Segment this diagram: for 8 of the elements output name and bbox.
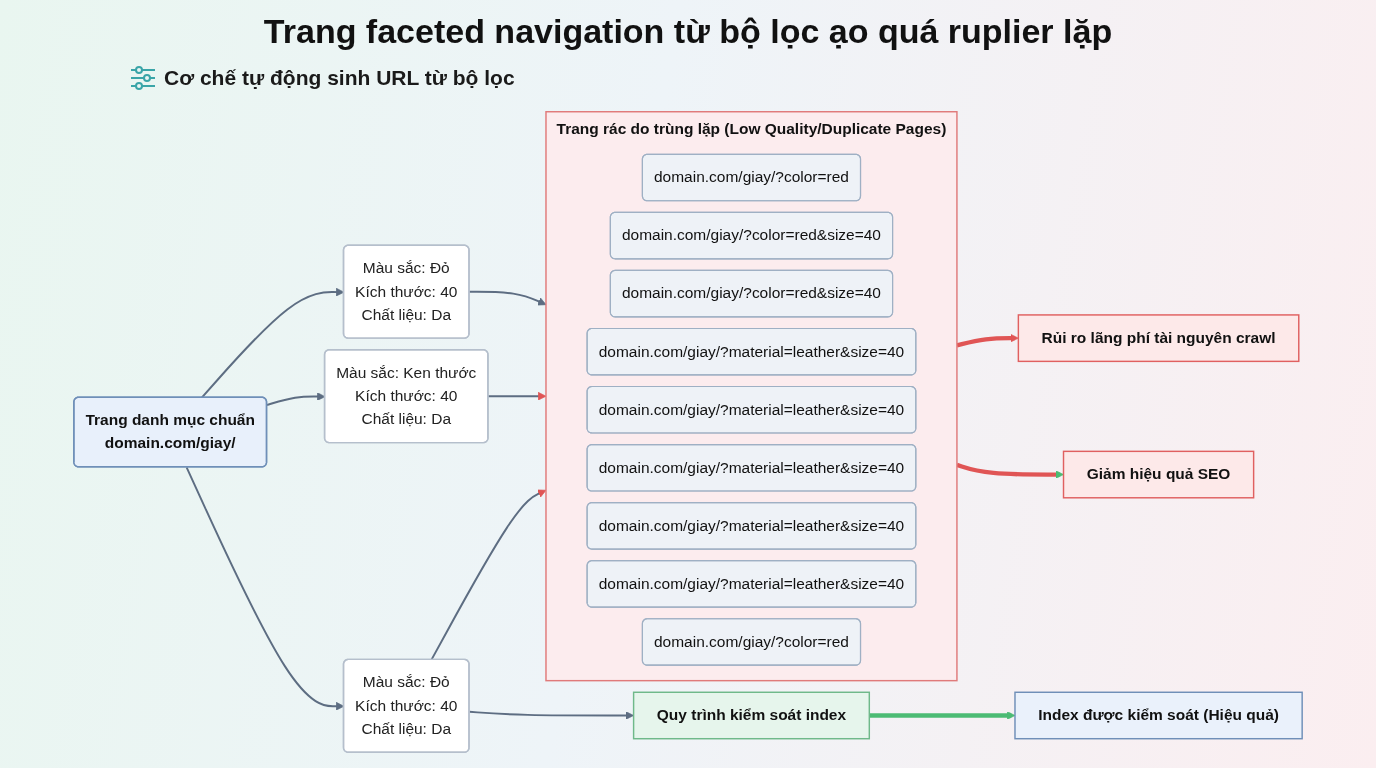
- node-box: Giảm hiệu quả SEO: [1062, 450, 1255, 499]
- node-box: Index được kiểm soát (Hiệu quả): [1014, 691, 1303, 740]
- node-box: Rủi ro lãng phí tài nguyên crawl: [1017, 314, 1300, 363]
- arrow: [956, 462, 1064, 479]
- node-box: Quy trình kiểm soát index: [632, 691, 871, 740]
- diagram-title: Trang faceted navigation từ bộ lọc ạo quá ruplier lặp: [263, 12, 1113, 50]
- section-heading: Cơ chế tự động sinh URL từ bộ lọc: [164, 66, 515, 90]
- arrow: [956, 333, 1019, 348]
